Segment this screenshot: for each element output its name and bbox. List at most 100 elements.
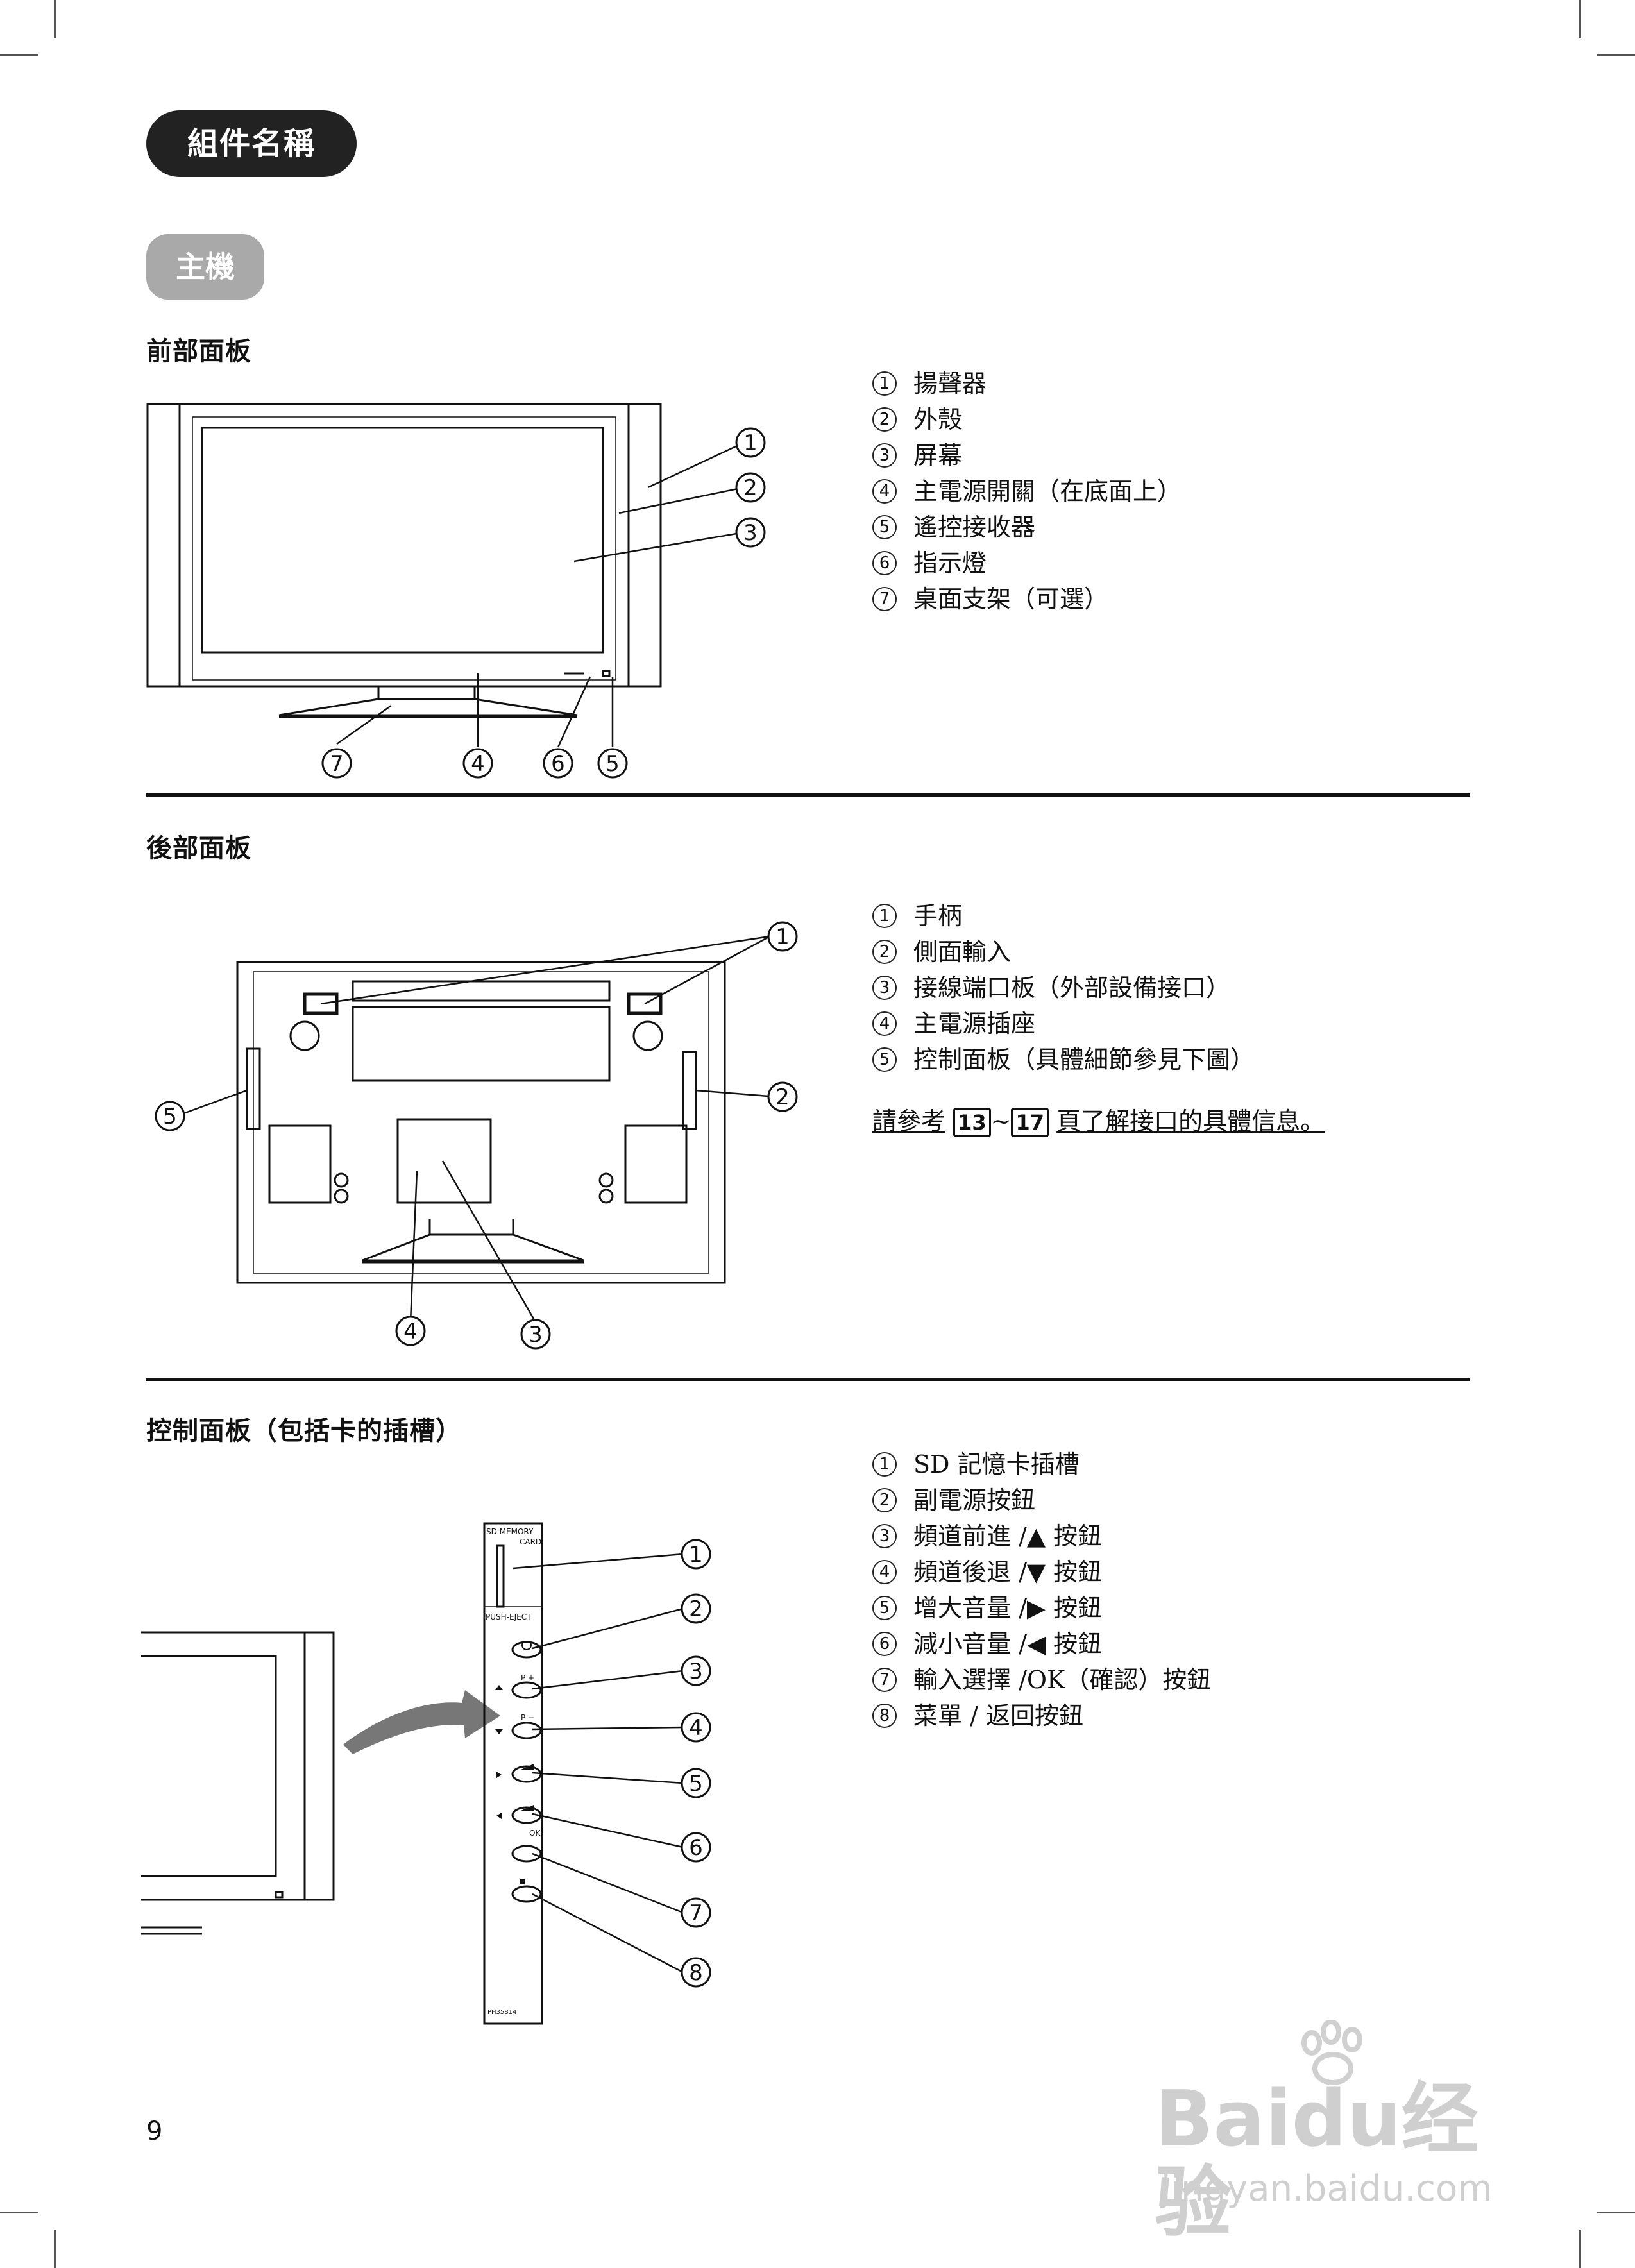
list-item: 8 菜單 / 返回按鈕 [872,1698,1211,1734]
item-label: 屏幕 [913,441,963,470]
callout-6: 6 [689,1835,703,1861]
label-push-eject: PUSH-EJECT [486,1612,532,1621]
callout-7: 7 [330,751,344,777]
page-ref-from[interactable]: 13 [953,1108,991,1137]
item-label: 手柄 [913,902,963,930]
list-item: 3 頻道前進 /▲ 按鈕 [872,1518,1211,1554]
callout-5: 5 [606,751,620,777]
label-ok: OK [529,1829,541,1838]
item-label: 遙控接收器 [913,513,1036,541]
list-item: 5 增大音量 /▶ 按鈕 [872,1590,1211,1626]
item-number: 3 [872,976,897,1000]
crop-mark [1579,2230,1581,2268]
item-label: 側面輸入 [913,938,1012,966]
menu-icon [520,1879,525,1884]
label-card: CARD [520,1537,541,1546]
item-number: 5 [872,515,897,539]
item-label: 揚聲器 [913,369,987,398]
crop-mark [0,2212,38,2213]
front-panel-diagram: 1 2 3 7 4 6 5 [146,403,766,779]
item-number: 6 [872,1632,897,1656]
item-number: 5 [872,1596,897,1620]
callout-1: 1 [775,924,790,950]
section-divider [146,1378,1470,1381]
section-divider [146,793,1470,797]
item-label: SD 記憶卡插槽 [913,1450,1080,1478]
item-label: 桌面支架（可選） [913,585,1109,613]
item-label: 副電源按鈕 [913,1486,1036,1514]
note-tilde: ~ [990,1107,1012,1135]
list-item: 7 桌面支架（可選） [872,581,1182,617]
crop-mark [54,2230,56,2268]
left-triangle-icon [496,1813,502,1819]
callout-2: 2 [689,1596,703,1622]
rear-panel-diagram: 1 2 5 4 3 [155,921,798,1350]
rear-panel-heading: 後部面板 [146,834,251,863]
baidu-watermark: Baidu经验 jingyan.baidu.com [1155,2020,1552,2245]
section-title: 主機 [146,234,264,300]
label-p-plus: P + [521,1673,534,1682]
callout-5: 5 [163,1104,177,1130]
callout-4: 4 [471,751,485,777]
crop-mark [1579,0,1581,38]
item-number: 4 [872,479,897,504]
control-panel-heading: 控制面板（包括卡的插槽） [146,1416,462,1446]
list-item: 1 揚聲器 [872,366,1182,402]
item-label: 控制面板（具體細節參見下圖） [913,1045,1255,1074]
item-label: 增大音量 /▶ 按鈕 [913,1594,1103,1622]
item-number: 6 [872,551,897,575]
callout-3: 3 [529,1322,543,1348]
callout-4: 4 [403,1319,418,1344]
label-model: PH35814 [487,2009,516,2016]
item-number: 1 [872,904,897,928]
item-number: 7 [872,587,897,611]
item-label: 主電源開關（在底面上） [913,477,1182,505]
watermark-brand: Baidu经验 [1155,2075,1478,2247]
callout-6: 6 [551,751,565,777]
callout-8: 8 [689,1960,703,1986]
item-number: 8 [872,1704,897,1728]
crop-mark [0,54,38,56]
item-number: 4 [872,1011,897,1036]
item-label: 頻道前進 /▲ 按鈕 [913,1522,1103,1550]
page-ref-to[interactable]: 17 [1011,1108,1049,1137]
callout-7: 7 [689,1900,703,1926]
item-number: 3 [872,1524,897,1548]
crop-mark [54,0,56,38]
control-panel-diagram: SD MEMORY CARD PUSH-EJECT P + P − OK PH3… [141,1522,711,2025]
item-number: 4 [872,1560,897,1584]
crop-mark [1597,54,1635,56]
item-label: 菜單 / 返回按鈕 [913,1702,1083,1730]
callout-5: 5 [689,1771,703,1797]
right-triangle-icon [496,1772,502,1778]
list-item: 6 減小音量 /◀ 按鈕 [872,1626,1211,1662]
pointer-arrow [343,1690,500,1754]
list-item: 5 遙控接收器 [872,509,1182,545]
page-title: 組件名稱 [146,110,357,177]
item-label: 外殼 [913,405,963,434]
callout-4: 4 [689,1715,703,1741]
page-reference-note: 請參考 13~17 頁了解接口的具體信息。 [872,1103,1325,1139]
item-label: 減小音量 /◀ 按鈕 [913,1630,1103,1658]
watermark-url: jingyan.baidu.com [1161,2168,1493,2210]
paw-icon [1301,2020,1362,2085]
callout-1: 1 [743,430,758,456]
volume-up-icon [520,1764,534,1770]
callout-1: 1 [689,1542,703,1568]
label-sd-memory: SD MEMORY [486,1527,534,1536]
down-triangle-icon [495,1729,503,1734]
item-number: 1 [872,371,897,396]
